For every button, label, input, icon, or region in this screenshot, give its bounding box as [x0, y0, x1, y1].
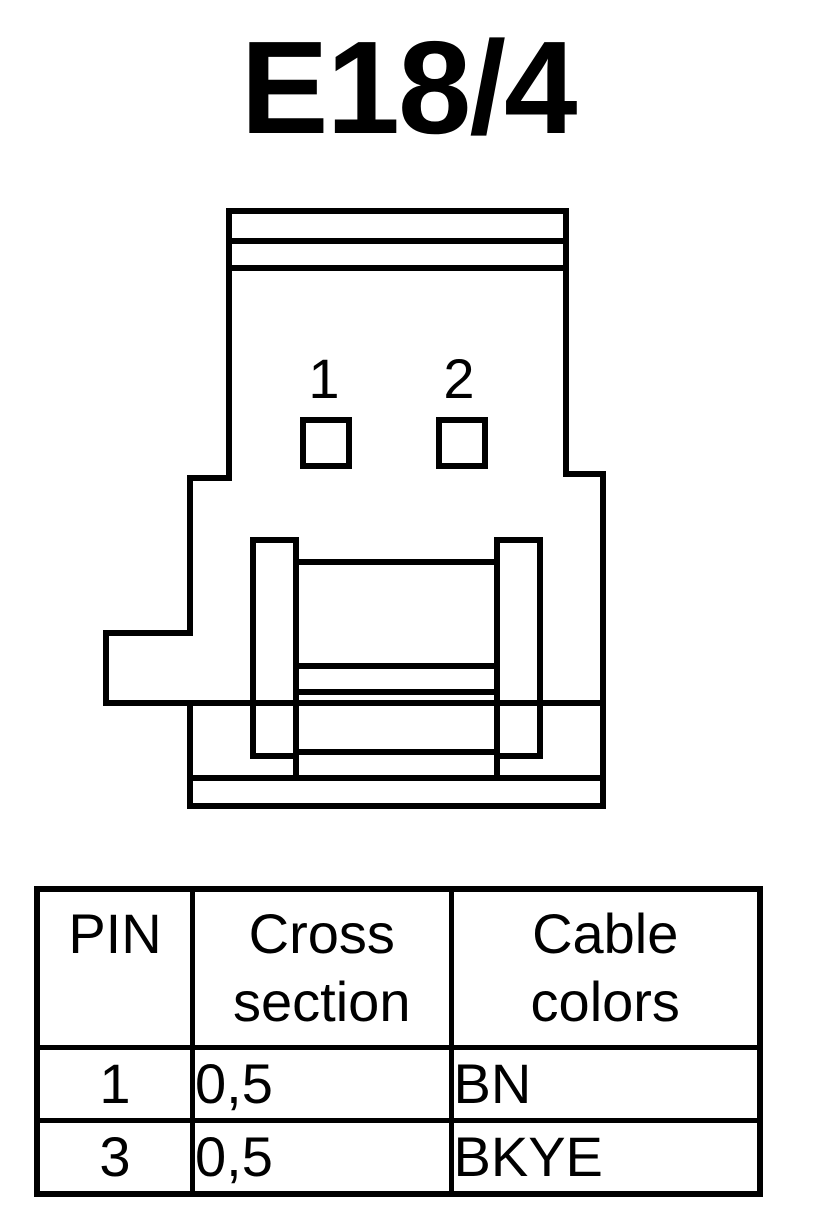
pin-contact-2	[436, 417, 488, 469]
cell-cable-color: BN	[448, 1045, 763, 1124]
header-cross-section-line-2: section	[233, 970, 411, 1033]
table-row: 1 0,5 BN	[34, 1045, 763, 1124]
pin-label-1: 1	[308, 347, 339, 410]
connector-diagram: 1 2	[103, 208, 606, 809]
pin-assignment-table: PIN Cross section Cable colors 1 0,5 BN …	[34, 886, 763, 1197]
pin-contact-1	[300, 417, 352, 469]
header-cable-colors-line-1: Cable	[532, 902, 679, 965]
header-cross-section: Cross section	[190, 886, 454, 1051]
header-cross-section-line-1: Cross	[248, 902, 395, 965]
latch-left-post	[250, 537, 299, 759]
cell-cross-section: 0,5	[190, 1118, 454, 1197]
connector-title: E18/4	[240, 14, 578, 161]
header-pin: PIN	[34, 886, 195, 1051]
header-cable-colors-line-2: colors	[530, 970, 680, 1033]
table-row: 3 0,5 BKYE	[34, 1118, 763, 1197]
table-header-row: PIN Cross section Cable colors	[34, 886, 763, 1051]
header-pin-label: PIN	[68, 902, 162, 965]
pin-label-2: 2	[443, 347, 474, 410]
cell-pin: 3	[34, 1118, 195, 1197]
header-cable-colors: Cable colors	[448, 886, 763, 1051]
cell-cable-color: BKYE	[448, 1118, 763, 1197]
cell-pin: 1	[34, 1045, 195, 1124]
connector-housing-outline	[103, 208, 606, 809]
cell-cross-section: 0,5	[190, 1045, 454, 1124]
latch-right-post	[494, 537, 543, 759]
